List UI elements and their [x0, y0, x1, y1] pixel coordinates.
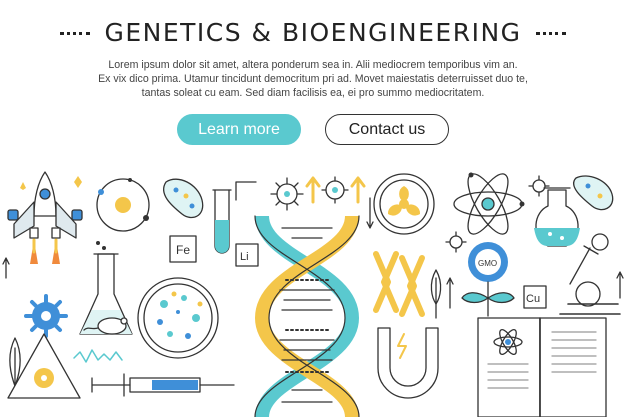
magnet-icon	[377, 322, 439, 399]
test-tube-icon	[212, 181, 257, 254]
iron-label: Fe	[176, 243, 190, 257]
lithium-element-box: Li	[235, 243, 259, 267]
cell-icon	[163, 178, 204, 219]
gear-icon	[321, 176, 349, 204]
syringe-icon	[91, 373, 235, 397]
radiation-icon	[7, 333, 81, 399]
gear-icon	[24, 294, 68, 338]
copper-element-box: Cu	[523, 285, 547, 309]
page-title-text: GENETICS & BIOENGINEERING	[104, 18, 522, 47]
solar-system-icon	[96, 178, 150, 250]
gmo-label: GMO	[478, 259, 497, 268]
chromosome-icon	[373, 251, 425, 317]
iron-element-box: Fe	[169, 235, 197, 263]
learn-more-button[interactable]: Learn more	[177, 114, 301, 145]
virus-icon	[270, 177, 304, 211]
petri-dish-icon	[137, 277, 219, 359]
page-title: GENETICS & BIOENGINEERING	[0, 18, 626, 47]
up-arrow-icon	[305, 176, 366, 204]
rocket-icon	[7, 171, 83, 264]
lithium-label: Li	[240, 251, 249, 263]
dna-helix-icon	[254, 215, 360, 417]
flask-icon	[534, 187, 580, 247]
description-line: Lorem ipsum dolor sit amet, altera ponde…	[108, 59, 518, 71]
leaf-icon	[430, 269, 442, 319]
microscope-icon	[559, 233, 621, 315]
title-divider-right	[535, 32, 566, 35]
description-line: Ex vix dico prima. Utamur tincidunt demo…	[98, 73, 528, 85]
lab-mouse-icon	[83, 317, 128, 335]
gmo-flower-icon: GMO	[461, 242, 515, 317]
book-icon	[477, 317, 607, 417]
description-line: tantas soleat cu eam. Sed diam facilisis…	[141, 87, 485, 99]
title-divider-left	[60, 32, 91, 35]
copper-label: Cu	[526, 293, 540, 305]
genetics-illustration: Fe Li Cu GMO	[2, 171, 624, 417]
virus-icon	[445, 175, 550, 253]
page-description: Lorem ipsum dolor sit amet, altera ponde…	[70, 58, 556, 100]
atom-icon	[453, 172, 525, 235]
decorative-arrows	[2, 197, 624, 309]
cell-icon	[573, 175, 614, 211]
pulse-wave-icon	[73, 349, 123, 363]
cta-buttons: Learn more Contact us	[0, 114, 626, 145]
biohazard-icon	[373, 173, 435, 235]
contact-us-button[interactable]: Contact us	[325, 114, 449, 145]
